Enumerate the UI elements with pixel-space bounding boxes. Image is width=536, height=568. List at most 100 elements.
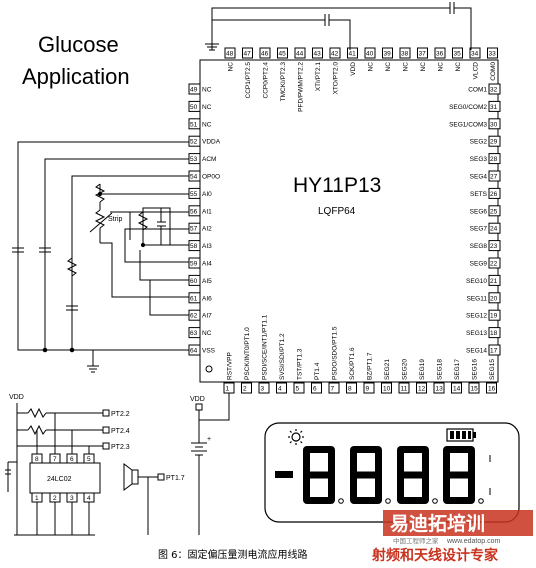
pin-box (488, 222, 501, 234)
pin-label: PSDI/SCE/INT1/PT1.1 (262, 314, 269, 380)
pin-label: SEG2 (470, 139, 488, 146)
pin-label: NC (202, 87, 212, 94)
chip-body (199, 59, 499, 383)
pin-label: SEG9 (470, 261, 488, 268)
pin-number: 50 (190, 104, 198, 111)
pin-box (488, 118, 501, 130)
pin-number: 64 (190, 348, 198, 355)
pin-number: 6 (313, 386, 317, 393)
pin-number: 55 (190, 191, 198, 198)
lcd-panel (264, 422, 520, 523)
pin-label: SEG0/COM2 (449, 104, 487, 111)
pt23-label: PT2.3 (111, 444, 130, 451)
pin-number: 51 (190, 121, 198, 128)
pin-label: VDDA (202, 139, 221, 146)
pin-box (488, 292, 501, 304)
pin-label: NC (228, 62, 235, 72)
top-wiring (205, 2, 472, 51)
pin-box (488, 187, 501, 199)
pin-label: NC (420, 62, 427, 72)
pin-number: 9 (366, 386, 370, 393)
pin-box (488, 170, 501, 182)
pin-number: 45 (279, 51, 287, 58)
pin-label: SVSI/SDI/PT1.2 (279, 333, 286, 380)
pin-label: SEG15 (489, 359, 496, 380)
pin-box (347, 47, 358, 59)
pin-box (188, 292, 201, 304)
vdd-label-battery: VDD (190, 396, 205, 403)
pin-number: 32 (490, 87, 498, 94)
pin-box (381, 382, 392, 394)
pin-label: AI1 (202, 208, 212, 215)
pin-label: SEG11 (467, 295, 488, 302)
pin-label: NC (455, 62, 462, 72)
pin-box (488, 100, 501, 112)
pin-label: AI3 (202, 243, 212, 250)
pin-box (488, 240, 501, 252)
pin1-marker (205, 365, 213, 373)
pin-number: 30 (490, 121, 498, 128)
pin-box (417, 47, 428, 59)
pin-number: 17 (490, 348, 498, 355)
pin-number: 2 (243, 386, 247, 393)
pin-label: NC (385, 62, 392, 72)
pin-label: AI5 (202, 278, 212, 285)
eeprom-pin-1: 1 (35, 495, 39, 502)
pin-box (382, 47, 393, 59)
pin-label: SEG4 (470, 174, 488, 181)
pin-label: RST/VPP (227, 352, 234, 380)
right-pin-group: 32COM131SEG0/COM230SEG1/COM329SEG228SEG3… (449, 83, 501, 356)
pin-label: PT1.4 (314, 362, 321, 380)
battery-icon (446, 428, 476, 442)
pin-number: 25 (490, 208, 498, 215)
chip-name: HY11P13 (293, 174, 381, 197)
pin-number: 11 (401, 386, 408, 393)
pin-box (488, 135, 501, 147)
eeprom-pin-7: 7 (53, 456, 57, 463)
pin-label: OP0O (202, 174, 220, 181)
pin-box (346, 382, 357, 394)
pin-label: SEG14 (466, 348, 487, 355)
pin-label: TST/PT1.3 (297, 348, 304, 380)
pin-box (488, 83, 501, 95)
pin-box (258, 382, 270, 394)
pin-label: CCP0/PT2.4 (263, 62, 270, 99)
pin-box (328, 382, 340, 394)
pin-box (434, 47, 446, 59)
pin-box (188, 100, 201, 112)
pin-number: 62 (190, 313, 198, 320)
pin-number: 26 (490, 191, 498, 198)
pin-number: 40 (366, 51, 374, 58)
lcd-digits (303, 446, 484, 504)
pin-label: SEG13 (466, 330, 487, 337)
pin-label: NC (202, 121, 212, 128)
pin-label: PSCK/INT0/PT1.0 (244, 327, 251, 380)
pin-number: 58 (190, 243, 198, 250)
pin-box (488, 274, 501, 286)
pin-label: NC (403, 62, 410, 72)
chip-package: LQFP64 (318, 206, 356, 217)
pin-number: 19 (490, 313, 498, 320)
pin-box (311, 382, 322, 394)
pin-box (241, 382, 252, 394)
eeprom-pins: 8 7 6 5 1 2 3 4 (31, 453, 95, 503)
pin-number: 42 (331, 51, 339, 58)
pin-label: SEG21 (384, 359, 391, 380)
pin-box (188, 205, 201, 217)
top-pin-group: 48NC47CCP1/PT2.546CCP0/PT2.445TMCKI/PT2.… (224, 47, 498, 112)
pin-number: 35 (454, 51, 462, 58)
pin-box (188, 222, 201, 234)
watermark-top: 易迪拓培训 (390, 512, 485, 535)
minus-segment (275, 471, 293, 478)
pin-box (294, 47, 306, 59)
pin-number: 57 (190, 226, 198, 233)
pin-number: 63 (190, 330, 198, 337)
pin-box (224, 47, 236, 59)
analog-front-end (12, 141, 189, 373)
eeprom-chip (29, 462, 101, 494)
pin-label: VDD (350, 62, 357, 76)
pin-label: SEG1/COM3 (449, 121, 487, 128)
pin-label: AI4 (202, 261, 212, 268)
pin-box (188, 118, 201, 130)
